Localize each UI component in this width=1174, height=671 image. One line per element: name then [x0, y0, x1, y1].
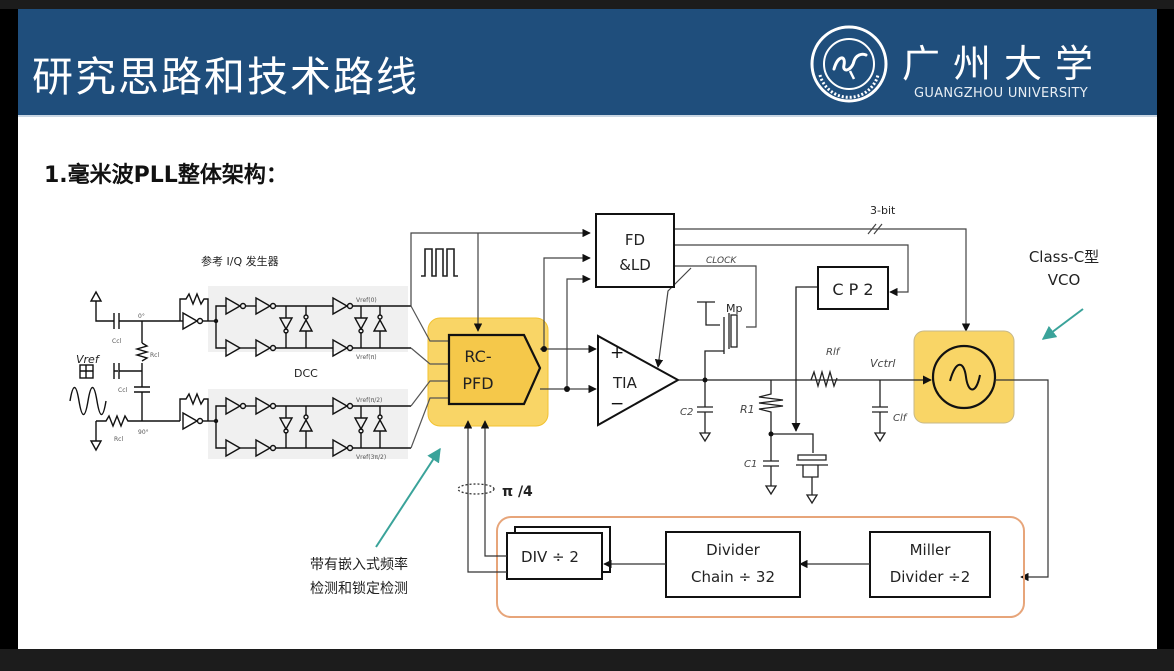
tia-amplifier[interactable] — [597, 334, 681, 427]
fd-ld-block[interactable] — [595, 213, 675, 288]
clock-label: CLOCK — [706, 256, 737, 266]
tia-plus: + — [610, 343, 624, 363]
pfd-annotation-arrow — [375, 447, 441, 548]
three-bit-label: 3-bit — [870, 204, 896, 217]
miller-divider-block[interactable] — [869, 531, 991, 598]
rc-pfd-line1: RC- — [464, 347, 491, 366]
fd-ld-line2: &LD — [619, 256, 651, 274]
rlf-label: Rlf — [826, 347, 841, 358]
pi-over-4-label: π /4 — [502, 484, 533, 500]
vctrl-label: Vctrl — [870, 357, 895, 370]
tia-label: TIA — [612, 374, 638, 392]
junction-dot — [702, 377, 708, 383]
rcal2-label: Rcl — [114, 436, 123, 443]
ccal-mid-label: Ccl — [118, 387, 127, 394]
junction-dot — [768, 431, 774, 437]
section-heading: 1.毫米波PLL整体架构： — [44, 163, 288, 188]
vref-pi2-label: Vref(π/2) — [356, 397, 382, 404]
clf-label: Clf — [893, 413, 908, 424]
input-rc-network — [69, 290, 180, 452]
divider-wires — [463, 420, 870, 573]
vref-label: Vref — [76, 353, 101, 366]
square-wave-icon — [421, 248, 458, 277]
miller-line2: Divider ÷2 — [890, 568, 971, 586]
dcc-label: DCC — [294, 367, 318, 380]
loop-filter — [678, 286, 913, 505]
university-name-cn: 广州大学 — [902, 42, 1107, 86]
left-letterbox — [0, 9, 18, 649]
div2-block[interactable] — [506, 532, 603, 580]
cp2-block[interactable] — [817, 266, 889, 310]
control-wires — [410, 223, 971, 394]
vref-3pi2-label: Vref(3π/2) — [356, 454, 386, 461]
vco-annotation-line2: VCO — [1048, 271, 1081, 289]
right-letterbox — [1157, 9, 1174, 649]
pfd-annotation-line1: 带有嵌入式频率 — [310, 556, 408, 573]
ccal-top-label: Ccl — [112, 338, 121, 345]
divider-chain-line1: Divider — [706, 541, 761, 559]
junction-dot — [564, 386, 570, 392]
vco-highlight — [913, 330, 1015, 424]
vref-0-label: Vref(0) — [356, 297, 377, 304]
slide: 研究思路和技术路线 广州大学 GUANGZHOU UNIVERSITY 1.毫米… — [18, 9, 1157, 649]
vco-output-wire — [995, 379, 1049, 582]
div2-label: DIV ÷ 2 — [521, 548, 579, 566]
vco-annotation-arrow — [1041, 308, 1084, 340]
phase-90-label: 90° — [138, 429, 149, 436]
rc-pfd-block[interactable] — [447, 333, 542, 406]
divider-chain-line2: Chain ÷ 32 — [691, 568, 775, 586]
bus-ellipse — [457, 483, 495, 495]
mp-label: Mp — [726, 302, 742, 315]
phase-0-label: 0° — [138, 313, 145, 320]
c1-label: C1 — [744, 459, 757, 470]
university-seal-icon — [810, 25, 888, 103]
c2-label: C2 — [680, 407, 693, 418]
university-name-en: GUANGZHOU UNIVERSITY — [914, 86, 1089, 101]
tia-minus: − — [610, 394, 624, 414]
miller-line1: Miller — [910, 541, 952, 559]
vco-annotation-line1: Class-C型 — [1029, 248, 1099, 266]
pll-architecture-diagram: 参考 I/Q 发生器 DCC Vref Ccl Ccl Rcl Rcl 0° 9 — [69, 204, 1099, 618]
slide-header: 研究思路和技术路线 广州大学 GUANGZHOU UNIVERSITY — [18, 9, 1157, 117]
dcc-panel-top — [208, 286, 408, 352]
inverter-chains — [179, 292, 411, 458]
sine-wave-icon — [949, 363, 981, 391]
r1-label: R1 — [740, 403, 755, 416]
rc-pfd-line2: PFD — [462, 374, 493, 393]
oscillator-icon[interactable] — [931, 344, 997, 410]
vref-pi-label: Vref(π) — [356, 354, 377, 361]
pfd-input-wires — [410, 305, 449, 449]
divider-group — [496, 516, 1025, 618]
ref-iq-label: 参考 I/Q 发生器 — [201, 254, 279, 268]
rcal-label: Rcl — [150, 352, 159, 359]
slide-title: 研究思路和技术路线 — [32, 53, 419, 101]
cp2-label: C P 2 — [832, 280, 873, 299]
fd-ld-line1: FD — [625, 231, 645, 249]
junction-dot — [541, 346, 547, 352]
pfd-annotation-line2: 检测和锁定检测 — [310, 581, 408, 597]
